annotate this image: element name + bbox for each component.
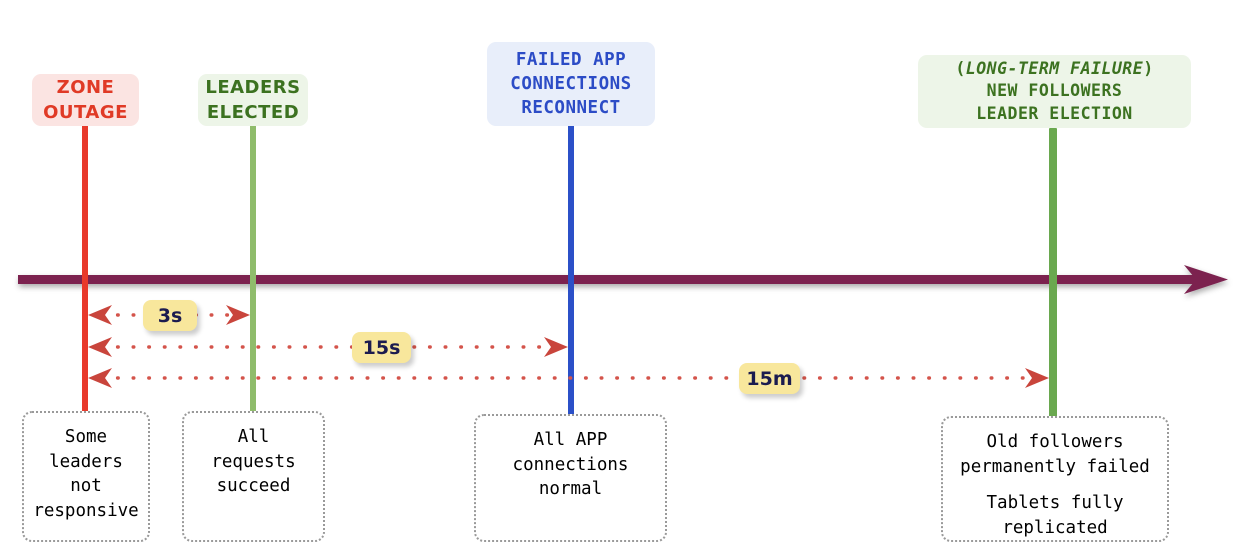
event-chip-leaders-elected: LEADERS ELECTED [198, 74, 308, 126]
state-line: All APP [533, 430, 608, 450]
state-line: All [237, 427, 270, 447]
state-line: Old followers [986, 432, 1124, 452]
paren-open: ( [955, 58, 966, 78]
state-line: succeed [216, 476, 291, 496]
event-chip-line: LEADERS [205, 77, 301, 98]
event-line-leaders-elected [250, 125, 256, 422]
duration-badge-label: 15m [746, 367, 793, 390]
event-chip-line: CONNECTIONS [510, 74, 632, 94]
timeline-axis [18, 265, 1228, 294]
duration-badge-label: 3s [157, 304, 183, 327]
state-line: requests [211, 451, 296, 472]
event-chip-line: FAILED APP [515, 50, 627, 70]
event-chip-line: ZONE [56, 77, 115, 98]
event-chip-zone-outage: ZONE OUTAGE [32, 74, 139, 126]
state-box-zone-outage: Some leaders not responsive [22, 411, 150, 542]
axis-arrow [18, 265, 1228, 294]
paren-close: ) [1143, 58, 1154, 78]
event-chip-line: NEW FOLLOWERS [986, 81, 1123, 101]
event-chip-line-parenthetical: (LONG-TERM FAILURE) [955, 58, 1153, 81]
state-line: replicated [1002, 517, 1108, 538]
state-box-long-term-failure: Old followers permanently failed Tablets… [941, 416, 1169, 542]
state-line: permanently failed [960, 456, 1150, 477]
event-chip-line: OUTAGE [43, 102, 128, 123]
event-line-long-term-failure [1049, 128, 1057, 424]
event-chip-long-term-failure: (LONG-TERM FAILURE) NEW FOLLOWERS LEADER… [918, 55, 1191, 128]
state-box-app-reconnect: All APP connections normal [474, 414, 667, 542]
event-chip-line: RECONNECT [521, 98, 621, 118]
state-line: Tablets fully [986, 493, 1124, 513]
duration-badge-3s: 3s [143, 300, 197, 331]
event-line-app-reconnect [568, 125, 574, 422]
state-line: not [70, 476, 102, 496]
event-chip-line: LEADER ELECTION [976, 103, 1133, 123]
state-line: normal [538, 479, 603, 499]
state-line: connections [512, 454, 629, 475]
long-term-failure-emphasis: LONG-TERM FAILURE [965, 58, 1144, 78]
state-line: responsive [33, 500, 139, 521]
event-chip-line: ELECTED [206, 102, 300, 123]
duration-badge-15m: 15m [739, 363, 800, 394]
event-line-zone-outage [82, 125, 88, 422]
duration-line-15s [88, 337, 568, 357]
state-line: leaders [49, 451, 123, 472]
event-chip-app-reconnect: FAILED APP CONNECTIONS RECONNECT [487, 42, 655, 126]
duration-badge-label: 15s [362, 336, 401, 359]
state-line: Some [64, 427, 108, 447]
state-box-leaders-elected: All requests succeed [182, 411, 325, 542]
duration-badge-15s: 15s [352, 332, 411, 363]
